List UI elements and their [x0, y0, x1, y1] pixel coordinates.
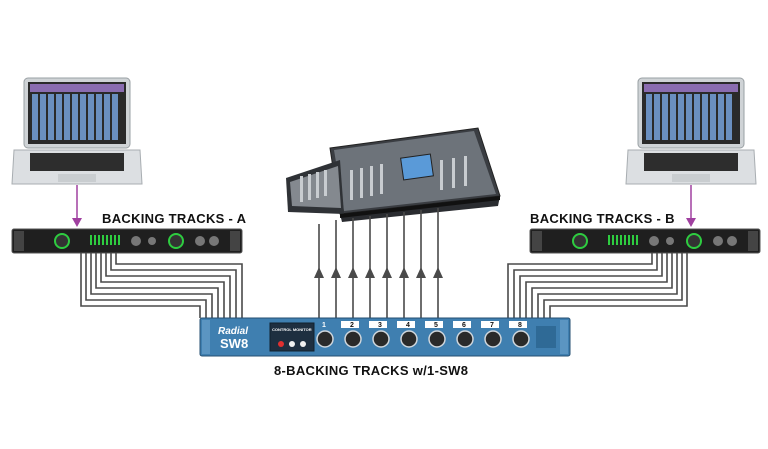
channel-label-6: 6	[462, 322, 466, 329]
channel-label-2: 2	[350, 322, 354, 329]
audio-interface-left-icon	[11, 228, 243, 254]
rack-switcher-icon: Radial SW8 CONTROL MONITOR 2 3 4 5 6 7 8…	[199, 317, 571, 357]
switcher-panel-title: CONTROL MONITOR	[272, 327, 312, 332]
channel-label-7: 7	[490, 322, 494, 329]
usb-link-left	[72, 185, 82, 227]
backing-tracks-a-label: BACKING TRACKS - A	[102, 211, 247, 226]
mixing-console-icon	[286, 127, 501, 222]
channel-label-4: 4	[406, 322, 410, 329]
channel-label-3: 3	[378, 322, 382, 329]
diagram-caption: 8-BACKING TRACKS w/1-SW8	[274, 363, 469, 378]
switcher-brand: Radial	[218, 326, 248, 337]
cable-bundle-right	[507, 253, 688, 318]
audio-interface-right-icon	[529, 228, 761, 254]
switcher-model: SW8	[220, 336, 248, 351]
backing-tracks-b-label: BACKING TRACKS - B	[530, 211, 675, 226]
laptop-right-icon	[625, 77, 757, 185]
channel-label-5: 5	[434, 322, 438, 329]
channel-label-1: 1	[322, 322, 326, 329]
cable-bundle-left	[80, 253, 243, 318]
channel-label-8: 8	[518, 322, 522, 329]
laptop-left-icon	[11, 77, 143, 185]
console-feed-lines	[314, 208, 443, 322]
usb-link-right	[686, 185, 696, 227]
